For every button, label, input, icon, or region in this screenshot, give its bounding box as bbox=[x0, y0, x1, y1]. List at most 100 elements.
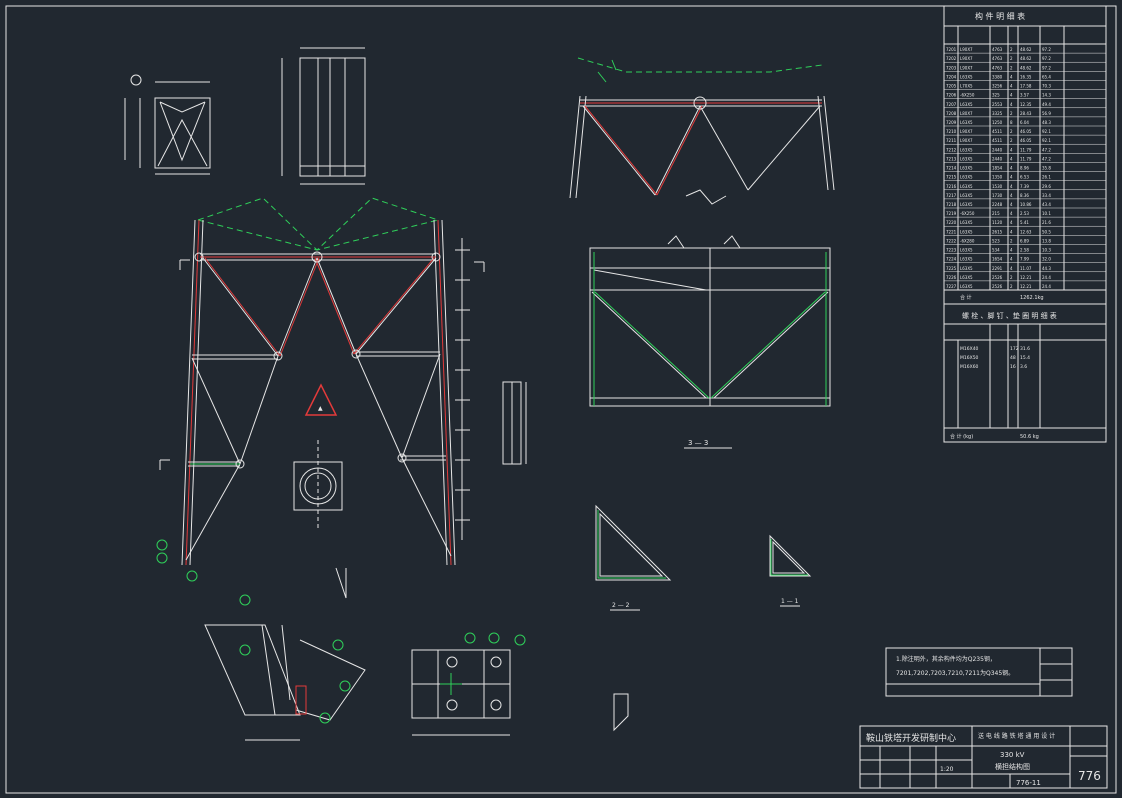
parts-cell: 4763 bbox=[992, 65, 1003, 70]
parts-total-label: 合 计 bbox=[960, 294, 972, 301]
parts-cell: 7212 bbox=[946, 147, 957, 152]
company-name: 鞍山铁塔开发研制中心 bbox=[866, 732, 956, 744]
parts-cell: 7213 bbox=[946, 156, 957, 161]
parts-cell: 7201 bbox=[946, 47, 957, 52]
parts-cell: 46.05 bbox=[1020, 129, 1032, 134]
parts-cell: 6.53 bbox=[1020, 175, 1029, 180]
parts-cell: 4763 bbox=[992, 56, 1003, 61]
parts-cell: 7218 bbox=[946, 202, 957, 207]
parts-cell: 6.89 bbox=[1020, 238, 1029, 243]
parts-cell: 17.58 bbox=[1020, 84, 1032, 89]
parts-cell: 7223 bbox=[946, 248, 957, 253]
parts-cell: L70X5 bbox=[960, 84, 973, 89]
bolt-cell: M16X50 bbox=[960, 355, 979, 361]
parts-cell: L63X5 bbox=[960, 166, 973, 171]
parts-cell: 3380 bbox=[992, 74, 1003, 79]
parts-cell: 2526 bbox=[992, 284, 1003, 289]
parts-cell: 92.1 bbox=[1042, 129, 1051, 134]
parts-cell: 7220 bbox=[946, 220, 957, 225]
parts-cell: 12.35 bbox=[1020, 102, 1032, 107]
parts-cell: 4 bbox=[1010, 147, 1013, 152]
parts-cell: 1654 bbox=[992, 257, 1003, 262]
note-line-2: 7201,7202,7203,7210,7211为Q345钢。 bbox=[896, 669, 1014, 677]
parts-cell: 10.3 bbox=[1042, 248, 1051, 253]
parts-cell: 32.0 bbox=[1042, 257, 1051, 262]
parts-cell: 4 bbox=[1010, 74, 1013, 79]
section-2-label: 2 — 2 bbox=[612, 602, 630, 609]
parts-cell: L63X5 bbox=[960, 184, 973, 189]
parts-cell: L63X5 bbox=[960, 74, 973, 79]
parts-cell: 1730 bbox=[992, 193, 1003, 198]
parts-cell: 2 bbox=[1010, 47, 1013, 52]
parts-cell: 28.43 bbox=[1020, 111, 1032, 116]
parts-cell: 4 bbox=[1010, 102, 1013, 107]
parts-cell: 2526 bbox=[992, 275, 1003, 280]
parts-cell: L63X5 bbox=[960, 284, 973, 289]
parts-cell: 4 bbox=[1010, 156, 1013, 161]
parts-cell: 4 bbox=[1010, 248, 1013, 253]
parts-cell: 325 bbox=[992, 93, 1000, 98]
parts-cell: L63X5 bbox=[960, 202, 973, 207]
parts-cell: 33.4 bbox=[1042, 193, 1051, 198]
parts-cell: L90X7 bbox=[960, 138, 973, 143]
parts-cell: 7215 bbox=[946, 175, 957, 180]
parts-cell: 4 bbox=[1010, 166, 1013, 171]
parts-cell: 24.4 bbox=[1042, 284, 1051, 289]
parts-cell: 2440 bbox=[992, 156, 1003, 161]
parts-cell: 7203 bbox=[946, 65, 957, 70]
parts-cell: 2.53 bbox=[1020, 211, 1029, 216]
parts-cell: 7222 bbox=[946, 238, 957, 243]
section-1-label: 1 — 1 bbox=[781, 598, 799, 605]
parts-cell: 2 bbox=[1010, 56, 1013, 61]
sheet-number: 776 bbox=[1078, 769, 1101, 783]
parts-cell: 2 bbox=[1010, 111, 1013, 116]
parts-cell: 7202 bbox=[946, 56, 957, 61]
parts-cell: 2 bbox=[1010, 138, 1013, 143]
parts-cell: 8.36 bbox=[1020, 193, 1029, 198]
parts-cell: 2 bbox=[1010, 238, 1013, 243]
parts-cell: 26.1 bbox=[1042, 175, 1051, 180]
parts-cell: 7217 bbox=[946, 193, 957, 198]
parts-cell: 2 bbox=[1010, 129, 1013, 134]
parts-table-title: 构 件 明 细 表 bbox=[975, 11, 1025, 21]
parts-cell: 7.39 bbox=[1020, 184, 1029, 189]
parts-cell: 47.2 bbox=[1042, 147, 1051, 152]
parts-cell: 11.79 bbox=[1020, 156, 1032, 161]
crossarm-front-view: ▲ bbox=[156, 197, 485, 582]
parts-cell: 4 bbox=[1010, 175, 1013, 180]
parts-cell: 6.04 bbox=[1020, 120, 1029, 125]
parts-cell: 7205 bbox=[946, 84, 957, 89]
parts-cell: 4511 bbox=[992, 138, 1003, 143]
section-3-label: 3 — 3 bbox=[688, 439, 708, 447]
drawing-name: 横担结构图 bbox=[995, 762, 1030, 771]
parts-cell: 48.62 bbox=[1020, 56, 1032, 61]
parts-cell: 12.21 bbox=[1020, 275, 1032, 280]
parts-cell: 10.1 bbox=[1042, 211, 1051, 216]
parts-cell: 2248 bbox=[992, 202, 1003, 207]
drawing-number: 776-11 bbox=[1016, 779, 1041, 787]
parts-cell: 29.6 bbox=[1042, 184, 1051, 189]
parts-cell: 4 bbox=[1010, 257, 1013, 262]
parts-cell: 7224 bbox=[946, 257, 957, 262]
parts-cell: 3256 bbox=[992, 84, 1003, 89]
parts-cell: 48.62 bbox=[1020, 65, 1032, 70]
bolt-table-title: 螺 栓 、脚 钉 、垫 圈 明 细 表 bbox=[962, 311, 1057, 320]
parts-cell: L63X5 bbox=[960, 147, 973, 152]
parts-cell: 2 bbox=[1010, 275, 1013, 280]
project-name: 送 电 线 路 铁 塔 通 用 设 计 bbox=[978, 732, 1055, 740]
parts-cell: L63X5 bbox=[960, 266, 973, 271]
parts-cell: 2.58 bbox=[1020, 248, 1029, 253]
svg-text:▲: ▲ bbox=[318, 405, 323, 412]
parts-cell: 24.4 bbox=[1042, 275, 1051, 280]
parts-cell: 48.3 bbox=[1042, 120, 1051, 125]
section-2-triangle bbox=[595, 504, 672, 611]
parts-cell: 1250 bbox=[992, 120, 1003, 125]
parts-cell: 65.4 bbox=[1042, 74, 1051, 79]
parts-cell: 7227 bbox=[946, 284, 957, 289]
notes-box bbox=[885, 647, 1073, 697]
parts-cell: 47.2 bbox=[1042, 156, 1051, 161]
bolt-cell: M16X60 bbox=[960, 364, 979, 370]
parts-cell: L63X5 bbox=[960, 220, 973, 225]
detail-base-plate bbox=[293, 440, 343, 530]
